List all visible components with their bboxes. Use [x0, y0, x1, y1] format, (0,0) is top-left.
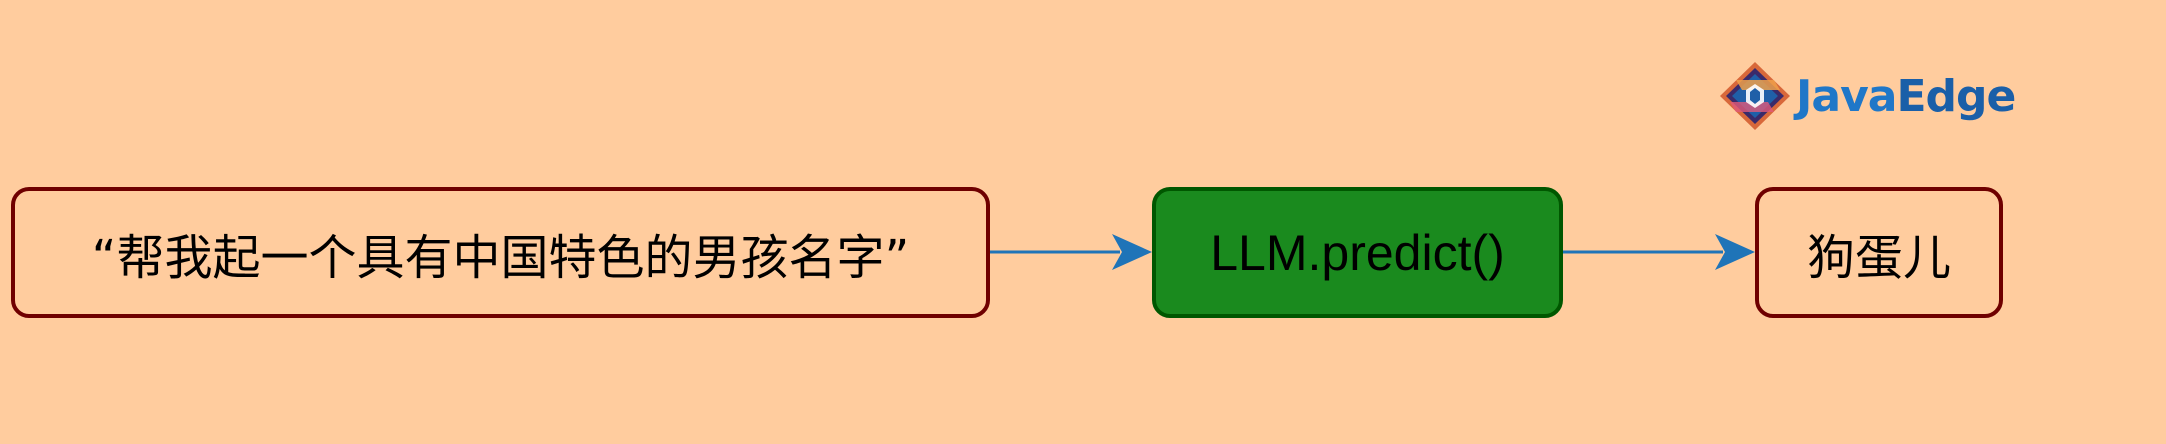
arrowhead-icon	[1112, 234, 1152, 270]
logo-text-edge: Edge	[1896, 70, 2016, 122]
node-output-result: 狗蛋儿	[1755, 187, 2003, 318]
logo-text-java: Java	[1796, 70, 1897, 122]
node-output-label: 狗蛋儿	[1806, 229, 1951, 286]
arrowhead-icon	[1715, 234, 1755, 270]
node-llm-label: LLM.predict()	[1210, 224, 1505, 281]
node-input-label: “帮我起一个具有中国特色的男孩名字”	[91, 229, 910, 286]
javaedge-logo-icon	[1720, 62, 1790, 130]
logo-text: JavaEdge	[1796, 70, 2016, 122]
edge-input-to-model	[990, 234, 1152, 270]
node-llm-predict: LLM.predict()	[1152, 187, 1563, 318]
node-input-prompt: “帮我起一个具有中国特色的男孩名字”	[11, 187, 990, 318]
javaedge-logo: JavaEdge	[1716, 60, 2016, 132]
edge-model-to-output	[1563, 234, 1755, 270]
